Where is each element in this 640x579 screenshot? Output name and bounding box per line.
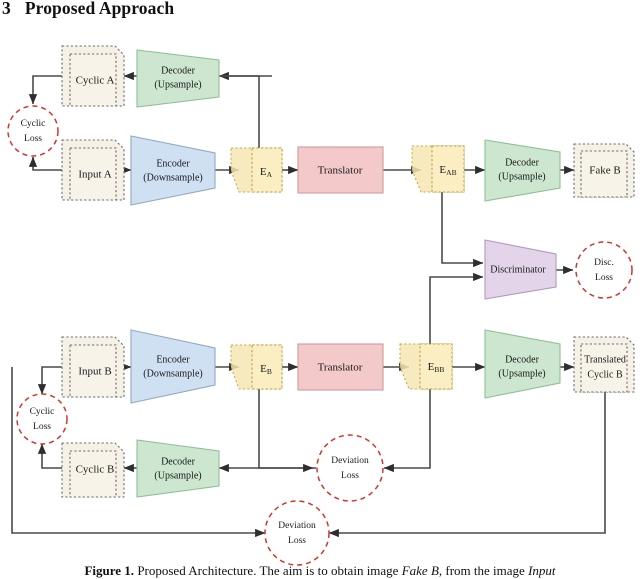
- loss-deviation-mid-line1: Deviation: [331, 456, 369, 466]
- node-cyclic-b-label: Cyclic B: [76, 464, 115, 476]
- loss-deviation-mid[interactable]: Deviation Loss: [316, 434, 384, 502]
- node-cyclic-a[interactable]: Cyclic A: [61, 45, 125, 107]
- edge-cyclica-to-cyclicloss: [28, 75, 62, 105]
- node-discriminator-label: Discriminator: [490, 264, 546, 275]
- loss-deviation-bottom[interactable]: Deviation Loss: [264, 500, 330, 566]
- edge-leftrail-to-deviationloss-bottom: [11, 367, 266, 538]
- figure-caption-text-1: Proposed Architecture. The aim is to obt…: [134, 563, 402, 578]
- node-decoder-cyclic-a-line2: (Upsample): [154, 79, 201, 90]
- node-input-a-label: Input A: [78, 169, 111, 181]
- edge-ea-to-decoder-cyclica: [218, 71, 260, 148]
- node-translated-cyclic-b-line2: Cyclic B: [587, 369, 623, 380]
- node-latent-ebb-label: EBB: [428, 361, 445, 374]
- node-latent-eab[interactable]: EAB: [411, 145, 465, 193]
- node-input-a[interactable]: Input A: [61, 139, 125, 201]
- loss-deviation-bottom-line1: Deviation: [278, 521, 316, 531]
- edge-ebb-to-discriminator: [429, 272, 484, 348]
- node-decoder-fake-b[interactable]: Decoder (Upsample): [484, 139, 561, 202]
- node-translator-a-label: Translator: [318, 165, 363, 177]
- loss-deviation-bottom-line2: Loss: [288, 536, 306, 546]
- node-encoder-b-line2: (Downsample): [143, 368, 202, 379]
- node-latent-ea-label: EA: [260, 166, 273, 179]
- figure-caption-em-2: Input: [528, 563, 556, 578]
- node-decoder-cyclic-a-line1: Decoder: [161, 65, 196, 76]
- section-number: 3: [2, 0, 11, 18]
- node-cyclic-b[interactable]: Cyclic B: [61, 442, 125, 498]
- node-encoder-b[interactable]: Encoder (Downsample): [130, 329, 216, 404]
- node-latent-ebb[interactable]: EBB: [399, 343, 453, 390]
- node-latent-ea[interactable]: EA: [230, 147, 283, 193]
- node-translator-b[interactable]: Translator: [297, 343, 384, 391]
- edge-ebb-to-deviationloss-mid: [383, 389, 431, 473]
- loss-cyclic-a-line2: Loss: [24, 134, 42, 144]
- node-input-b-label: Input B: [78, 366, 111, 378]
- edge-eab-to-discriminator: [441, 192, 484, 268]
- node-fake-b[interactable]: Fake B: [573, 143, 635, 198]
- loss-discriminator[interactable]: Disc. Loss: [575, 241, 633, 299]
- loss-cyclic-b-line2: Loss: [33, 422, 51, 432]
- node-decoder-cyclic-a[interactable]: Decoder (Upsample): [136, 49, 220, 108]
- node-latent-eb[interactable]: EB: [230, 344, 283, 390]
- node-decoder-fake-line2: (Upsample): [498, 171, 545, 182]
- node-latent-eab-label: EAB: [439, 164, 456, 177]
- figure-caption-em-1: Fake B: [401, 563, 439, 578]
- node-fake-b-label: Fake B: [589, 165, 620, 177]
- node-latent-eb-label: EB: [260, 363, 272, 376]
- loss-cyclic-a-line1: Cyclic: [21, 119, 46, 129]
- loss-cyclic-b-line1: Cyclic: [30, 407, 55, 417]
- section-title: Proposed Approach: [24, 0, 175, 18]
- loss-cyclic-b[interactable]: Cyclic Loss: [16, 393, 68, 445]
- node-decoder-tcb-line1: Decoder: [505, 354, 540, 365]
- figure-caption: Figure 1. Proposed Architecture. The aim…: [0, 562, 640, 579]
- node-decoder-translated-cyclic-b[interactable]: Decoder (Upsample): [484, 329, 561, 399]
- edges-layer: [11, 71, 606, 538]
- loss-discriminator-line1: Disc.: [594, 258, 614, 268]
- node-input-b[interactable]: Input B: [61, 336, 125, 398]
- edge-translatedcyclicb-to-deviationloss-bottom: [328, 392, 606, 538]
- node-translated-cyclic-b-line1: Translated: [584, 354, 626, 365]
- edge-eb-to-deviationloss-mid: [258, 389, 314, 473]
- section-heading: 3 Proposed Approach: [2, 0, 174, 19]
- figure-caption-text-2: , from the image: [438, 563, 529, 578]
- node-encoder-a[interactable]: Encoder (Downsample): [130, 135, 216, 206]
- loss-cyclic-a[interactable]: Cyclic Loss: [7, 105, 59, 157]
- node-cyclic-a-label: Cyclic A: [76, 75, 115, 87]
- edge-cyclicb-to-cyclicloss-b: [37, 443, 62, 469]
- node-encoder-a-line2: (Downsample): [143, 172, 202, 183]
- node-translator-a[interactable]: Translator: [297, 146, 384, 194]
- node-decoder-fake-line1: Decoder: [505, 157, 540, 168]
- node-translated-cyclic-b[interactable]: Translated Cyclic B: [573, 336, 635, 393]
- node-decoder-cyclic-b[interactable]: Decoder (Upsample): [136, 439, 220, 498]
- node-decoder-tcb-line2: (Upsample): [498, 368, 545, 379]
- node-translator-b-label: Translator: [318, 362, 363, 374]
- figure-caption-label: Figure 1.: [84, 563, 135, 578]
- node-decoder-cyclic-b-line1: Decoder: [161, 456, 196, 467]
- edge-inputa-to-cyclicloss: [28, 156, 62, 171]
- node-encoder-a-line1: Encoder: [156, 158, 190, 169]
- node-decoder-cyclic-b-line2: (Upsample): [154, 470, 201, 481]
- edge-inputb-to-cyclicloss-b: [37, 366, 62, 395]
- node-discriminator[interactable]: Discriminator: [484, 239, 557, 300]
- loss-discriminator-line2: Loss: [595, 273, 613, 283]
- node-encoder-b-line1: Encoder: [156, 354, 190, 365]
- loss-deviation-mid-line2: Loss: [341, 471, 359, 481]
